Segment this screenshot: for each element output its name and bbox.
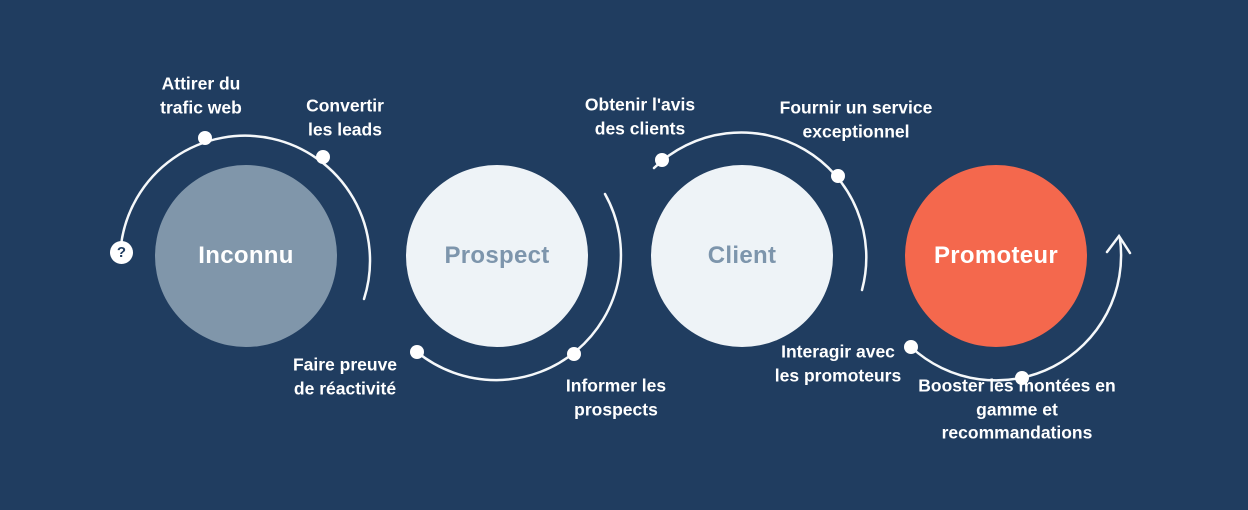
node-dot-convertir-leads xyxy=(316,150,330,164)
annotation-fournir-service: Fournir un service exceptionnel xyxy=(779,97,933,141)
question-mark-glyph: ? xyxy=(116,244,127,261)
stage-circle-inconnu: Inconnu xyxy=(155,165,337,347)
annotation-informer-prospects: Informer les prospects xyxy=(565,375,667,419)
stage-circle-prospect: Prospect xyxy=(406,165,588,347)
stage-circle-client: Client xyxy=(651,165,833,347)
arc-under-promoteur xyxy=(909,237,1123,382)
stage-label-client: Client xyxy=(707,242,777,269)
node-dot-interagir xyxy=(904,340,918,354)
annotation-convertir-leads: Convertir les leads xyxy=(306,95,384,139)
node-dot-fournir-service xyxy=(831,169,845,183)
annotation-faire-preuve: Faire preuve de réactivité xyxy=(292,354,398,398)
arc-over-inconnu xyxy=(119,134,372,301)
stage-label-inconnu: Inconnu xyxy=(198,242,294,269)
node-dot-booster xyxy=(1015,371,1029,385)
arc-over-client xyxy=(652,131,868,292)
stage-circle-promoteur: Promoteur xyxy=(905,165,1087,347)
question-mark-badge: ? xyxy=(110,241,133,264)
stage-label-promoteur: Promoteur xyxy=(933,242,1059,269)
stage-label-prospect: Prospect xyxy=(444,242,550,269)
annotation-attirer-trafic-web: Attirer du trafic web xyxy=(160,73,242,117)
annotation-interagir-promoteurs: Interagir avec les promoteurs xyxy=(774,341,902,385)
annotation-booster-montees: Booster les montées en gamme et recomman… xyxy=(918,375,1116,443)
node-dot-attirer-trafic xyxy=(198,131,212,145)
node-dot-faire-preuve xyxy=(410,345,424,359)
annotation-obtenir-avis-clients: Obtenir l'avis des clients xyxy=(584,94,696,138)
node-dot-obtenir-avis xyxy=(655,153,669,167)
node-dot-informer xyxy=(567,347,581,361)
arrow-up-icon xyxy=(1105,233,1132,255)
